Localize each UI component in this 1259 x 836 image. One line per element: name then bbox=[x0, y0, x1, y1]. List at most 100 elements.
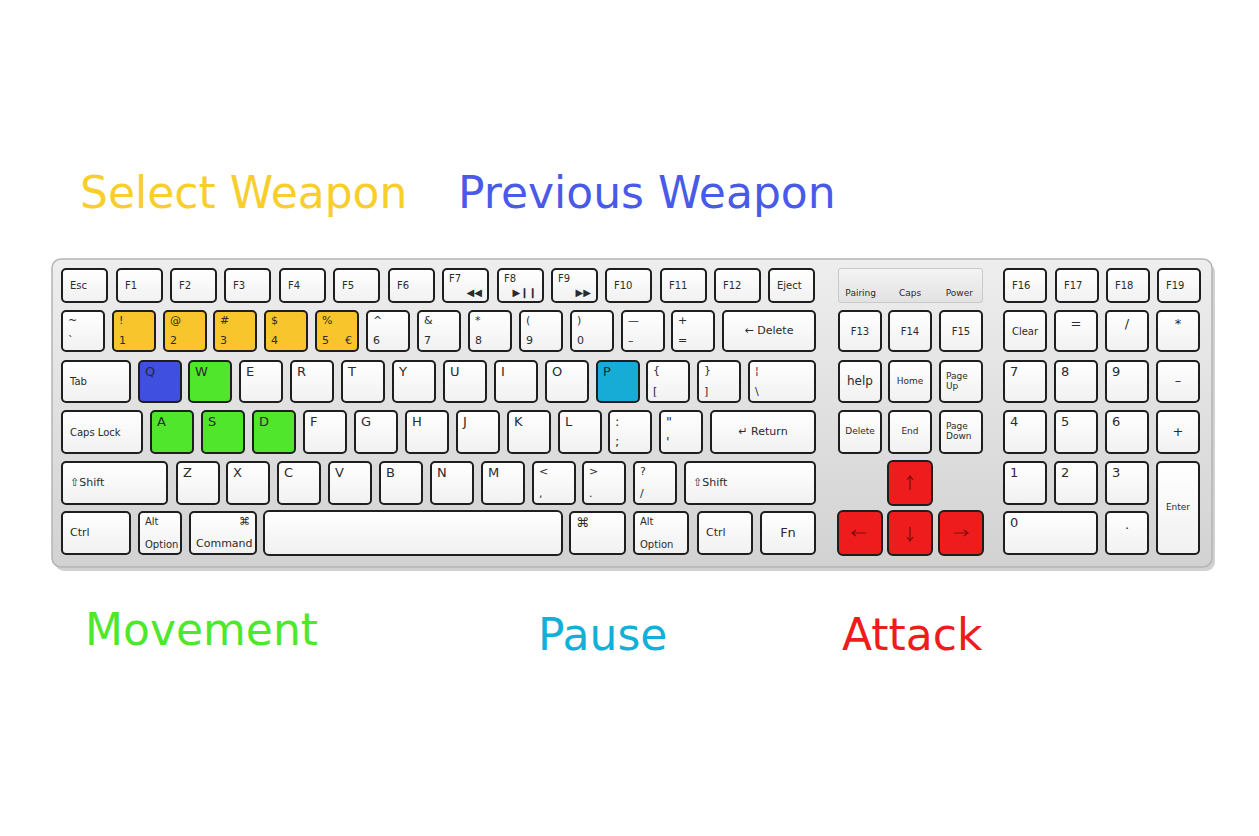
keyboard-key: M bbox=[481, 461, 525, 505]
key-label: 8 bbox=[1061, 365, 1069, 379]
keyboard-key: R bbox=[290, 360, 334, 403]
keyboard-key: Clear bbox=[1003, 310, 1047, 352]
key-label: Enter bbox=[1166, 503, 1190, 513]
keyboard-key: $4 bbox=[264, 310, 308, 352]
key-label: K bbox=[514, 415, 523, 429]
key-label: — bbox=[628, 315, 639, 327]
keyboard-key: F13 bbox=[838, 310, 882, 352]
keyboard-key: AltOption bbox=[633, 511, 689, 555]
keyboard-key: K bbox=[507, 410, 551, 454]
keyboard-key: *8 bbox=[468, 310, 512, 352]
key-label: P bbox=[603, 365, 611, 379]
key-label: ~ bbox=[68, 315, 77, 327]
key-label: [ bbox=[653, 386, 657, 398]
keyboard-key: Page Down bbox=[939, 410, 983, 454]
keyboard-key: F5 bbox=[333, 268, 380, 303]
arrow-icon-left bbox=[852, 530, 866, 536]
key-label: 1 bbox=[119, 335, 126, 347]
arrow-icons bbox=[852, 476, 968, 541]
keyboard-key: &7 bbox=[417, 310, 461, 352]
keyboard-key: Fn bbox=[760, 511, 816, 555]
key-label: H bbox=[412, 415, 422, 429]
keyboard-key: – bbox=[1156, 360, 1200, 403]
key-label: 3 bbox=[220, 335, 227, 347]
key-label: \ bbox=[755, 386, 759, 398]
keyboard-key: E bbox=[239, 360, 283, 403]
key-label: Page Up bbox=[946, 372, 976, 392]
keyboard-key: 7 bbox=[1003, 360, 1047, 403]
key-label: B bbox=[386, 466, 395, 480]
key-label: help bbox=[847, 375, 873, 388]
key-label: 6 bbox=[373, 335, 380, 347]
key-label: # bbox=[220, 315, 229, 327]
key-label: End bbox=[901, 427, 918, 437]
key-label: 6 bbox=[1112, 415, 1120, 429]
keyboard-key: F1 bbox=[116, 268, 163, 303]
keyboard-key: ⇧Shift bbox=[684, 461, 816, 505]
keyboard-key: ← Delete bbox=[722, 310, 816, 352]
keyboard-key: F bbox=[303, 410, 347, 454]
key-label: X bbox=[233, 466, 242, 480]
key-label: Z bbox=[183, 466, 192, 480]
keyboard-key: Esc bbox=[61, 268, 108, 303]
keyboard-key: ~` bbox=[61, 310, 105, 352]
keyboard-key: 8 bbox=[1054, 360, 1098, 403]
keyboard-key: + bbox=[1156, 410, 1200, 454]
keyboard-key: V bbox=[328, 461, 372, 505]
key-label: S bbox=[208, 415, 216, 429]
keyboard-key: T bbox=[341, 360, 385, 403]
key-label: + bbox=[678, 315, 687, 327]
key-label: ^ bbox=[373, 315, 382, 327]
key-label: T bbox=[348, 365, 356, 379]
key-label: Page Down bbox=[946, 422, 976, 442]
keyboard-key: (9 bbox=[519, 310, 563, 352]
key-label: ! bbox=[119, 315, 123, 327]
key-label: ` bbox=[68, 335, 74, 347]
keyboard-key: —– bbox=[621, 310, 665, 352]
key-label: + bbox=[1173, 425, 1184, 439]
keyboard-key: F9▶▶ bbox=[551, 268, 598, 303]
keyboard-key: O bbox=[545, 360, 589, 403]
key-label: Y bbox=[399, 365, 407, 379]
key-label: $ bbox=[271, 315, 278, 327]
key-label: Option bbox=[640, 539, 673, 550]
key-label: – bbox=[628, 335, 634, 347]
key-label: F16 bbox=[1012, 280, 1030, 291]
keyboard-body bbox=[52, 259, 1212, 567]
keyboard-key: F8▶❙❙ bbox=[497, 268, 544, 303]
keyboard-key: ^6 bbox=[366, 310, 410, 352]
keyboard-key: Tab bbox=[61, 360, 131, 403]
key-label: / bbox=[1125, 317, 1129, 331]
key-label: . bbox=[1125, 518, 1129, 532]
key-label: F5 bbox=[342, 280, 354, 291]
keyboard-key: H bbox=[405, 410, 449, 454]
key-label: Ctrl bbox=[70, 527, 90, 539]
arrow-icon-right bbox=[954, 530, 968, 536]
keyboard-key: @2 bbox=[163, 310, 207, 352]
key-label: R bbox=[297, 365, 306, 379]
key-label: F12 bbox=[723, 280, 741, 291]
key-label: Alt bbox=[640, 516, 654, 527]
key-label: ↵ Return bbox=[738, 426, 787, 438]
keyboard-key: F17 bbox=[1055, 268, 1099, 303]
key-label: 2 bbox=[1061, 466, 1069, 480]
key-label: . bbox=[589, 488, 593, 500]
key-label: F15 bbox=[952, 326, 970, 337]
keyboard-key: <, bbox=[532, 461, 576, 505]
keyboard-key: A bbox=[150, 410, 194, 454]
keyboard-key: Y bbox=[392, 360, 436, 403]
key-label: A bbox=[157, 415, 166, 429]
keyboard-key: Z bbox=[176, 461, 220, 505]
key-label: Power bbox=[946, 289, 973, 299]
key-label: F bbox=[310, 415, 317, 429]
key-label: Caps bbox=[899, 289, 921, 299]
key-label: F19 bbox=[1166, 280, 1184, 291]
key-label: 5 bbox=[1061, 415, 1069, 429]
key-label: Command bbox=[196, 538, 250, 550]
keyboard-key: F11 bbox=[660, 268, 707, 303]
keyboard-key: help bbox=[838, 360, 882, 403]
keyboard-key: End bbox=[888, 410, 932, 454]
key-label: : bbox=[615, 415, 619, 429]
keyboard-key: Caps Lock bbox=[61, 410, 143, 454]
keyboard-key: ?/ bbox=[633, 461, 677, 505]
